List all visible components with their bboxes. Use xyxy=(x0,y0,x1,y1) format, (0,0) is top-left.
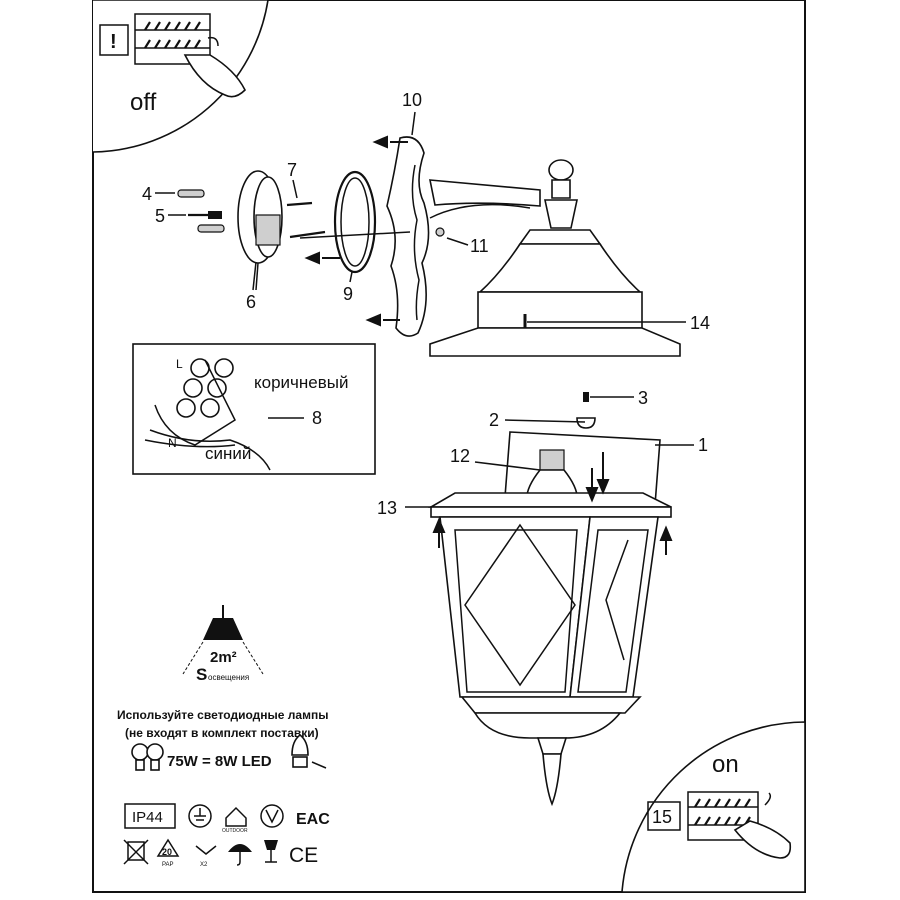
no-bin-icon xyxy=(123,839,149,865)
lantern-body xyxy=(428,431,672,807)
wall-bracket xyxy=(299,136,541,337)
canopy-roof xyxy=(429,159,681,357)
lamp-notice: Используйте светодиодные лампы (не входя… xyxy=(117,708,328,771)
hand-switch-off-icon: ! xyxy=(99,13,246,98)
callout-12: 12 xyxy=(450,446,470,466)
notice-line1: Используйте светодиодные лампы xyxy=(117,708,328,722)
callout-7: 7 xyxy=(287,160,297,180)
outdoor-icon: OUTDOOR xyxy=(222,806,248,834)
rostest-icon xyxy=(260,804,284,828)
umbrella-icon xyxy=(228,844,252,866)
callout-15: 15 xyxy=(652,807,672,827)
callout-14: 14 xyxy=(690,313,710,333)
eac-text: EAC xyxy=(296,811,330,828)
symbols-row-2: 20 PAP X2 CE xyxy=(123,838,318,868)
set-screw xyxy=(583,392,589,402)
led-candle-icon-small xyxy=(291,733,327,769)
callout-11: 11 xyxy=(470,236,489,256)
mounting-cup xyxy=(237,170,283,291)
wiring-inset: L N коричневый синий xyxy=(132,343,376,475)
callout-1: 1 xyxy=(698,435,708,455)
gasket-ring xyxy=(333,170,377,274)
ceiling-lamp-icon: 2m² S освещения xyxy=(182,605,264,684)
ground-icon xyxy=(188,804,212,828)
terminal-block-icon xyxy=(144,358,271,471)
assembly-arrows xyxy=(304,135,673,555)
ip-rating: IP44 xyxy=(132,809,163,826)
eac-icon: EAC xyxy=(296,811,330,828)
warning-mark: ! xyxy=(110,31,117,53)
callout-3: 3 xyxy=(638,388,648,408)
corner-off-panel: ! off xyxy=(92,0,269,153)
blue-wire-label: синий xyxy=(205,444,251,463)
hand-switch-on-icon: 15 xyxy=(647,791,792,859)
callout-6: 6 xyxy=(246,292,256,312)
corner-on-panel: on 15 xyxy=(621,721,806,893)
bulb-nut xyxy=(576,417,596,429)
ce-icon: CE xyxy=(289,844,318,867)
recycle-code: PAP xyxy=(162,862,174,868)
illum-s: S xyxy=(196,665,207,684)
on-label: on xyxy=(712,751,739,778)
callout-9: 9 xyxy=(343,284,353,304)
neutral-mark: N xyxy=(168,436,177,450)
outdoor-text: OUTDOOR xyxy=(222,828,248,834)
illum-s-sub: освещения xyxy=(208,673,249,682)
x2-text: X2 xyxy=(200,862,208,868)
live-mark: L xyxy=(176,357,183,371)
off-label: off xyxy=(130,89,157,116)
brown-wire-label: коричневый xyxy=(254,373,348,392)
bulb-icon xyxy=(131,743,164,771)
callout-5: 5 xyxy=(155,206,165,226)
callout-8: 8 xyxy=(312,408,322,428)
symbols-row-1: IP44 OUTDOOR EAC xyxy=(124,803,330,834)
callout-10: 10 xyxy=(402,90,422,110)
x2-icon: X2 xyxy=(195,845,217,868)
callout-2: 2 xyxy=(489,410,499,430)
illum-area: 2m² xyxy=(210,649,237,666)
callout-13: 13 xyxy=(377,498,397,518)
recycle-icon: 20 PAP xyxy=(156,838,180,868)
fasteners xyxy=(177,189,326,239)
leader-lines xyxy=(155,111,694,508)
notice-line2: (не входят в комплект поставки) xyxy=(125,726,319,740)
page-frame xyxy=(92,0,806,893)
ce-text: CE xyxy=(289,844,318,867)
equivalence: 75W = 8W LED xyxy=(167,753,272,770)
fragile-icon xyxy=(264,840,278,863)
recycle-number: 20 xyxy=(162,847,172,857)
callout-4: 4 xyxy=(142,184,152,204)
